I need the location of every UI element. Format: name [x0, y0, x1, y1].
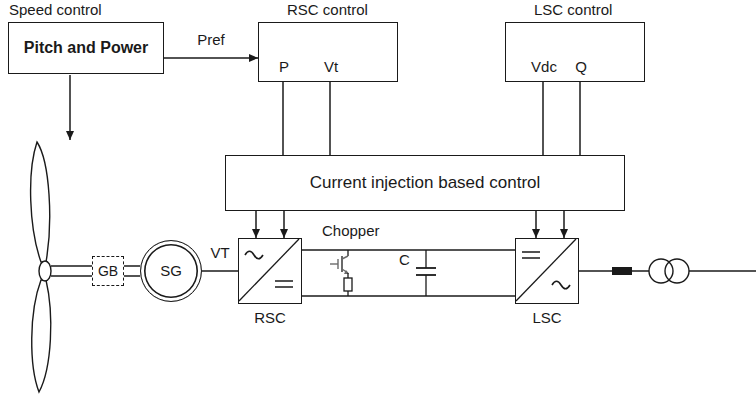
converter: LSC [515, 238, 579, 304]
turbine-hub [39, 261, 51, 281]
component-label: Chopper [322, 222, 380, 239]
connector [164, 58, 258, 59]
turbine-blade [31, 142, 50, 262]
control-box-title: Current injection based control [226, 173, 624, 193]
capacitor-symbol [416, 267, 436, 269]
capacitor-symbol [425, 275, 426, 296]
signal-name: Vdc [528, 58, 560, 75]
pitch-arrow [69, 75, 71, 140]
control-box: LSC controlVdcQ [505, 22, 645, 82]
filter-inductor [612, 267, 632, 275]
converter: RSC [238, 238, 302, 304]
connector [302, 250, 515, 251]
connector [284, 211, 285, 238]
control-box: Current injection based control [225, 155, 625, 211]
group-heading: LSC control [534, 1, 612, 18]
chopper-wire [347, 250, 348, 256]
signal-name: P [278, 58, 290, 75]
connector [124, 266, 140, 276]
connector-line [302, 249, 515, 251]
signal-name: Q [575, 58, 587, 75]
capacitor-symbol [425, 250, 426, 268]
group-heading: RSC control [287, 1, 368, 18]
converter-label: RSC [239, 309, 301, 326]
connector [283, 82, 284, 155]
connector [302, 296, 515, 297]
connector-line [535, 211, 537, 238]
connector-line [124, 275, 140, 277]
connector [580, 82, 581, 155]
connector-line [282, 82, 284, 155]
gearbox: GB [92, 256, 124, 286]
connector-line [283, 211, 285, 238]
converter-label: LSC [516, 309, 578, 326]
chopper-resistor [344, 278, 352, 291]
grid-wire [689, 270, 756, 272]
connector-line [329, 82, 331, 155]
connector-line [124, 265, 140, 267]
signal-name: VT [209, 244, 230, 261]
converter-symbol [514, 237, 578, 303]
connector-line [542, 82, 544, 155]
control-box: RSC controlPVt [258, 22, 398, 82]
control-box-title: Pitch and Power [9, 39, 163, 57]
transformer-winding [665, 259, 689, 283]
chopper-wire [347, 273, 348, 278]
generator: SG [140, 240, 202, 302]
igbt-symbol [330, 263, 338, 264]
grid-wire [579, 270, 612, 272]
grid-wire [632, 270, 649, 272]
connector [536, 211, 537, 238]
signal-name: Pref [196, 31, 226, 48]
generator-label: SG [141, 262, 201, 279]
shaft [51, 275, 92, 276]
connector-line [563, 211, 565, 238]
group-heading: Speed control [9, 1, 102, 18]
connector [256, 211, 257, 238]
component-label: C [399, 251, 410, 268]
shaft [51, 265, 92, 266]
connector [330, 82, 331, 155]
connector-line [164, 57, 258, 59]
connector [543, 82, 544, 155]
gearbox-label: GB [93, 263, 123, 279]
connector-line [579, 82, 581, 155]
connector [202, 271, 238, 272]
connector-line [202, 270, 238, 272]
turbine-blade [32, 280, 51, 392]
connector-line [302, 295, 515, 297]
control-box: Speed controlPitch and Power [8, 22, 164, 74]
signal-name: Vt [319, 58, 343, 75]
connector [564, 211, 565, 238]
converter-symbol [237, 237, 301, 303]
igbt-symbol [342, 256, 348, 273]
connector-line [255, 211, 257, 238]
